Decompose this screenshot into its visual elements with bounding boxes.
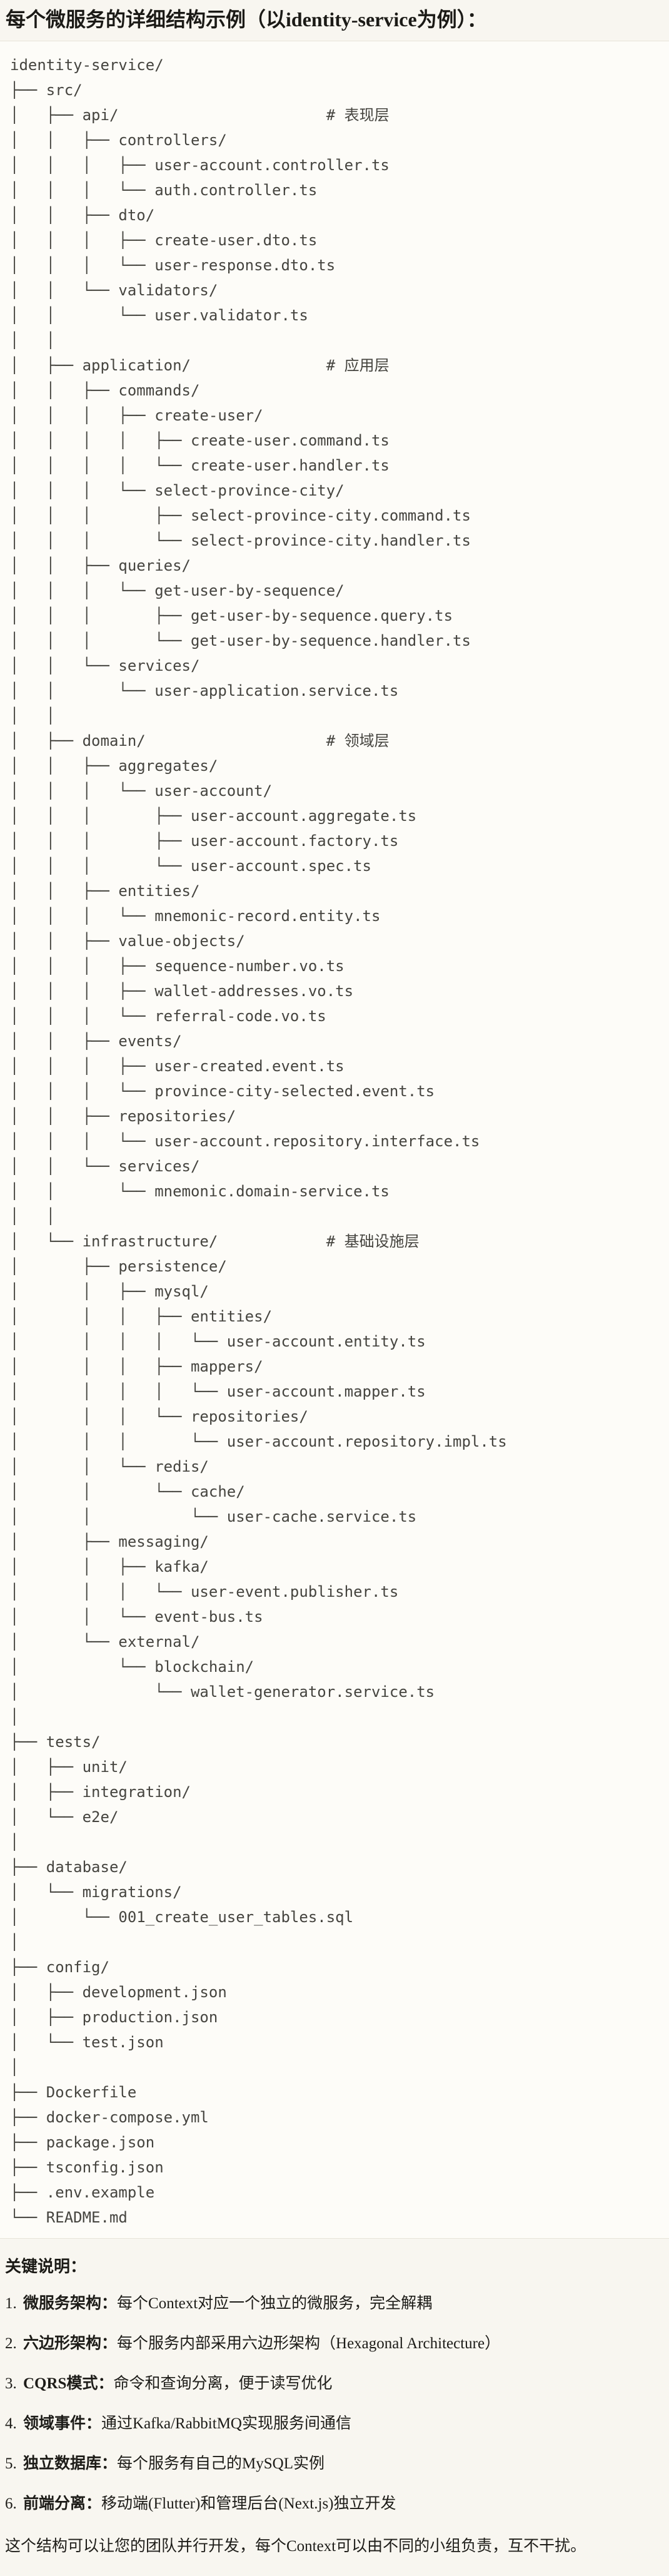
notes-heading: 关键说明： xyxy=(5,2258,87,2276)
note-item: 2. 六边形架构：每个服务内部采用六边形架构（Hexagonal Archite… xyxy=(5,2333,661,2355)
note-item: 6. 前端分离：移动端(Flutter)和管理后台(Next.js)独立开发 xyxy=(5,2493,661,2515)
note-number: 4. xyxy=(5,2415,21,2432)
notes-section: 关键说明： 1. 微服务架构：每个Context对应一个独立的微服务，完全解耦 2… xyxy=(0,2239,669,2557)
note-number: 3. xyxy=(5,2375,21,2392)
directory-tree-code-block: identity-service/ ├── src/ │ ├── api/ # … xyxy=(0,41,669,2239)
note-item: 1. 微服务架构：每个Context对应一个独立的微服务，完全解耦 xyxy=(5,2293,661,2314)
note-term: 独立数据库： xyxy=(23,2455,118,2472)
note-item: 3. CQRS模式：命令和查询分离，便于读写优化 xyxy=(5,2373,661,2395)
note-term: 领域事件： xyxy=(23,2415,102,2432)
note-desc: 移动端(Flutter)和管理后台(Next.js)独立开发 xyxy=(101,2495,396,2512)
note-desc: 通过Kafka/RabbitMQ实现服务间通信 xyxy=(101,2415,351,2432)
note-item: 4. 领域事件：通过Kafka/RabbitMQ实现服务间通信 xyxy=(5,2413,661,2435)
page-title: 每个微服务的详细结构示例（以identity-service为例）： xyxy=(6,8,487,31)
notes-list: 1. 微服务架构：每个Context对应一个独立的微服务，完全解耦 2. 六边形架… xyxy=(5,2293,661,2515)
closing-paragraph: 这个结构可以让您的团队并行开发，每个Context可以由不同的小组负责，互不干扰… xyxy=(5,2538,586,2555)
note-desc: 每个Context对应一个独立的微服务，完全解耦 xyxy=(117,2295,433,2312)
note-desc: 每个服务有自己的MySQL实例 xyxy=(117,2455,324,2472)
directory-tree: identity-service/ ├── src/ │ ├── api/ # … xyxy=(10,56,507,2226)
note-number: 1. xyxy=(5,2295,21,2312)
note-term: 六边形架构： xyxy=(23,2335,118,2352)
note-desc: 命令和查询分离，便于读写优化 xyxy=(113,2375,333,2392)
note-term: 前端分离： xyxy=(23,2495,102,2512)
note-item: 5. 独立数据库：每个服务有自己的MySQL实例 xyxy=(5,2453,661,2475)
note-desc: 每个服务内部采用六边形架构（Hexagonal Architecture） xyxy=(117,2335,501,2352)
note-number: 6. xyxy=(5,2495,21,2512)
note-number: 5. xyxy=(5,2455,21,2472)
note-term: CQRS模式： xyxy=(23,2375,114,2392)
note-number: 2. xyxy=(5,2335,21,2352)
note-term: 微服务架构： xyxy=(23,2295,118,2312)
